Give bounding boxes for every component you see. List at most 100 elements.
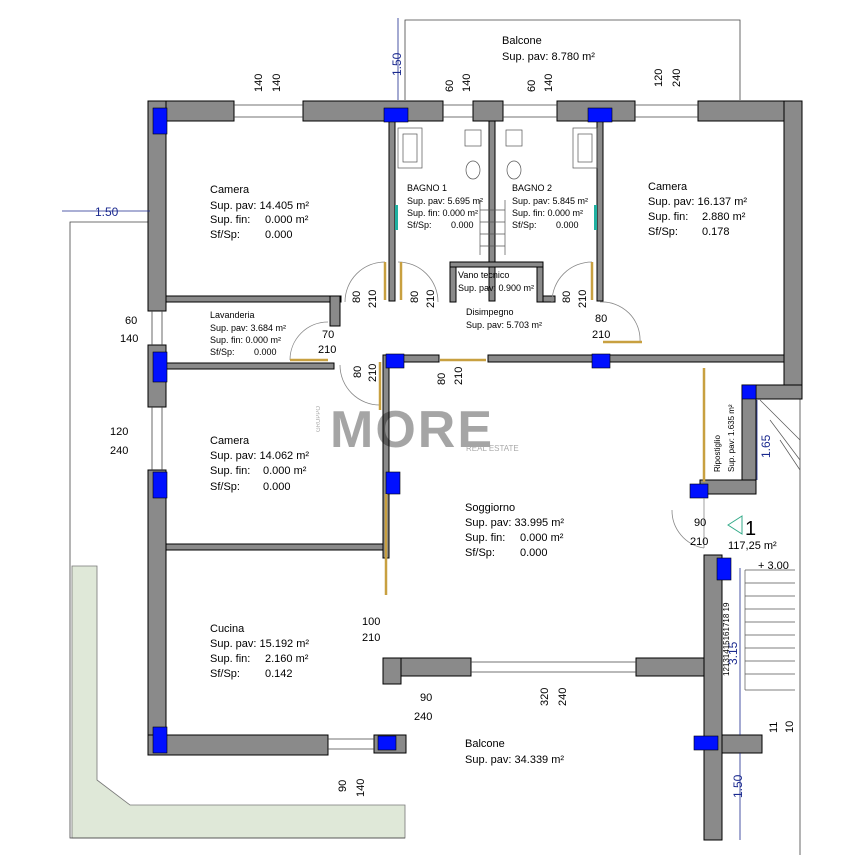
dim-label: 210 — [453, 367, 465, 385]
dim-label-blue: 1.50 — [95, 205, 119, 219]
dim-label: 60 — [444, 80, 456, 92]
dim-label: 320 — [539, 688, 551, 706]
dimension-labels: 140 140 60 140 60 140 120 240 60 140 120… — [95, 52, 796, 798]
dim-label: 140 — [543, 74, 555, 92]
dim-label: 80 — [409, 291, 421, 303]
room-sfsp: Sf/Sp: — [210, 481, 240, 493]
windows — [151, 104, 698, 750]
room-sup-pav: Sup. pav: 15.192 m² — [210, 638, 309, 650]
room-balcone-top: Balcone Sup. pav: 8.780 m² — [502, 35, 595, 63]
room-sup-pav: Sup. pav: 14.062 m² — [210, 450, 309, 462]
room-disimpegno: Disimpegno Sup. pav: 5.703 m² — [466, 307, 542, 330]
unit-number: 1 — [745, 518, 756, 540]
dim-label: 240 — [110, 445, 128, 457]
dim-label: 240 — [671, 69, 683, 87]
bath1-accent — [395, 205, 398, 230]
room-sup-fin-value: 2.880 m² — [702, 211, 746, 223]
dim-label: 210 — [367, 364, 379, 382]
room-sup-fin: Sup. fin: 0.000 m² — [210, 335, 281, 345]
dim-label: 140 — [355, 779, 367, 797]
room-sfsp-value: 0.000 — [520, 547, 548, 559]
room-sfsp-value: 0.000 — [556, 220, 579, 230]
room-name: Balcone — [465, 738, 505, 750]
stairs — [744, 399, 801, 691]
elevation-label: + 3.00 — [758, 560, 789, 572]
dim-label: 80 — [352, 366, 364, 378]
dim-label: 210 — [362, 632, 380, 644]
dim-label: 90 — [420, 692, 432, 704]
dim-label: 80 — [436, 373, 448, 385]
unit-area: 117,25 m² — [728, 540, 777, 552]
room-sup-pav: Sup. pav: 33.995 m² — [465, 517, 564, 529]
room-sup-pav: Sup. pav: 14.405 m² — [210, 200, 309, 212]
left-balcony-outline — [69, 221, 405, 839]
room-ripostiglio: Ripostiglio Sup. pav: 1.635 m² — [713, 404, 736, 472]
room-sup-fin: Sup. fin: 0.000 m² — [407, 208, 478, 218]
columns — [152, 107, 757, 754]
dim-label: 90 — [694, 517, 706, 529]
room-cucina: Cucina Sup. pav: 15.192 m² Sup. fin: 2.1… — [210, 623, 309, 680]
dim-label-blue: 1.65 — [759, 434, 773, 458]
room-name: Camera — [648, 181, 688, 193]
room-sup-fin: Sup. fin: — [210, 214, 250, 226]
room-sup-fin: Sup. fin: — [648, 211, 688, 223]
unit-arrow-icon — [727, 515, 743, 535]
room-sfsp: Sf/Sp: — [210, 668, 240, 680]
room-name: Vano tecnico — [458, 270, 509, 280]
room-sup-fin-value: 2.160 m² — [265, 653, 309, 665]
room-lavanderia: Lavanderia Sup. pav: 3.684 m² Sup. fin: … — [210, 310, 286, 357]
room-sup-pav: Sup. pav: 3.684 m² — [210, 323, 286, 333]
room-sfsp-value: 0.178 — [702, 226, 730, 238]
room-sfsp-value: 0.142 — [265, 668, 293, 680]
dim-label: 140 — [253, 74, 265, 92]
dim-label: 210 — [690, 536, 708, 548]
room-name: BAGNO 1 — [407, 183, 447, 193]
dim-label: 90 — [337, 780, 349, 792]
watermark: GRUPPO MORE REAL ESTATE — [316, 401, 519, 459]
dim-label-blue: 1.50 — [390, 52, 404, 76]
room-sfsp-value: 0.000 — [451, 220, 474, 230]
dim-label: 240 — [557, 688, 569, 706]
watermark-group: GRUPPO — [316, 406, 322, 432]
dim-label: 70 — [322, 329, 334, 341]
dim-label: 210 — [367, 290, 379, 308]
top-balcony-outline — [404, 19, 741, 100]
room-name: Soggiorno — [465, 502, 515, 514]
room-name: Lavanderia — [210, 310, 255, 320]
watermark-sub: REAL ESTATE — [466, 444, 519, 453]
room-bagno-2: BAGNO 2 Sup. pav: 5.845 m² Sup. fin: 0.0… — [512, 183, 588, 230]
room-sfsp-value: 0.000 — [263, 481, 291, 493]
room-name: Disimpegno — [466, 307, 514, 317]
dim-label: 60 — [526, 80, 538, 92]
room-camera-2: Camera Sup. pav: 16.137 m² Sup. fin: 2.8… — [648, 181, 747, 238]
watermark-brand: MORE — [330, 401, 494, 459]
room-sup-pav: Sup. pav: 5.695 m² — [407, 196, 483, 206]
room-sup-fin-value: 0.000 m² — [265, 214, 309, 226]
dim-label: 140 — [271, 74, 283, 92]
dim-label: 100 — [362, 616, 380, 628]
room-bagno-1: BAGNO 1 Sup. pav: 5.695 m² Sup. fin: 0.0… — [407, 183, 483, 230]
room-sfsp-value: 0.000 — [265, 229, 293, 241]
dim-label: 210 — [592, 329, 610, 341]
dim-label: 11 — [768, 722, 780, 733]
dim-label: 10 — [784, 721, 796, 733]
dim-label: 120 — [110, 426, 128, 438]
room-sfsp: Sf/Sp: — [210, 347, 235, 357]
room-sup-fin: Sup. fin: — [465, 532, 505, 544]
dim-label: 210 — [425, 290, 437, 308]
dim-label: 80 — [351, 291, 363, 303]
room-sfsp-value: 0.000 — [254, 347, 277, 357]
room-sup-fin: Sup. fin: — [210, 653, 250, 665]
room-sfsp: Sf/Sp: — [648, 226, 678, 238]
dim-label: 140 — [120, 333, 138, 345]
dim-label-blue: 3.15 — [726, 641, 740, 665]
room-camera-3: Camera Sup. pav: 14.062 m² Sup. fin: 0.0… — [210, 435, 309, 493]
room-sup-pav: Sup. pav: 0.900 m² — [458, 283, 534, 293]
room-sfsp: Sf/Sp: — [512, 220, 537, 230]
room-name: Balcone — [502, 35, 542, 47]
dim-label: 240 — [414, 711, 432, 723]
room-sup-pav: Sup. pav: 5.703 m² — [466, 320, 542, 330]
dim-label: 210 — [577, 290, 589, 308]
room-sup-pav: Sup. pav: 16.137 m² — [648, 196, 747, 208]
